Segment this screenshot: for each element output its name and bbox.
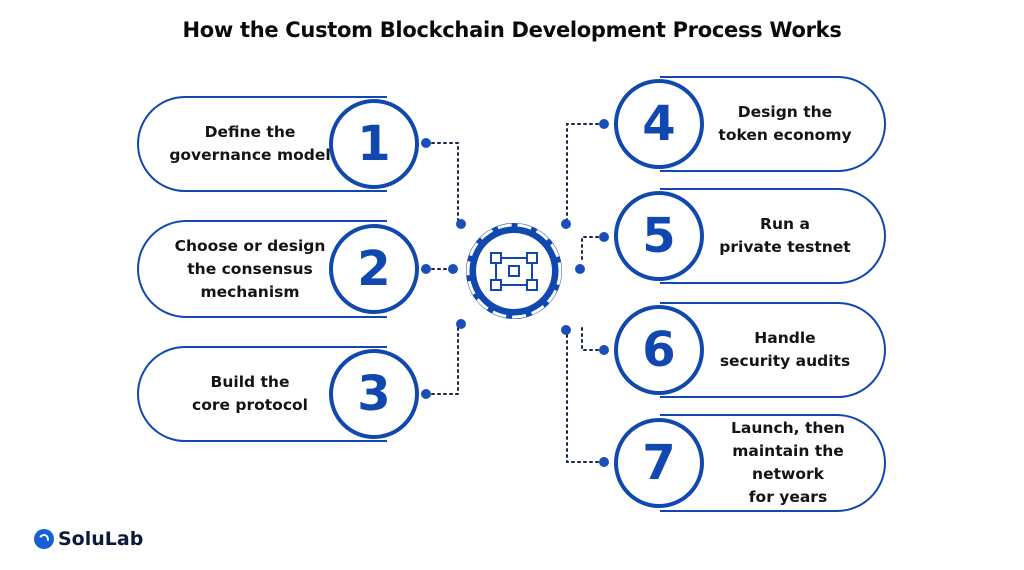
step-2-number: 2 xyxy=(329,224,419,314)
dot-step-1 xyxy=(421,138,431,148)
step-3-number: 3 xyxy=(329,349,419,439)
step-2-label: Choose or design the consensus mechanism xyxy=(174,236,326,301)
step-5-label: Run a private testnet xyxy=(719,215,851,256)
connector-step-4 xyxy=(566,123,605,221)
dot-step-2 xyxy=(421,264,431,274)
step-6-label: Handle security audits xyxy=(719,329,851,370)
connector-step-1 xyxy=(425,142,459,221)
dot-step-4 xyxy=(599,119,609,129)
step-4-label: Design the token economy xyxy=(718,103,852,144)
step-6-card xyxy=(660,302,886,398)
solulab-logo: SoluLab xyxy=(34,528,143,550)
logo-text: SoluLab xyxy=(58,528,144,550)
page-title: How the Custom Blockchain Development Pr… xyxy=(182,18,842,42)
dot-step-6 xyxy=(599,345,609,355)
step-7-label: Launch, then maintain the network for ye… xyxy=(731,419,845,506)
step-4-number: 4 xyxy=(614,79,704,169)
dot-step-7 xyxy=(599,457,609,467)
connector-step-7 xyxy=(566,329,605,463)
dot-step-5 xyxy=(599,232,609,242)
step-1-number: 1 xyxy=(329,99,419,189)
step-1-label: Define the governance model xyxy=(169,123,331,164)
dot-step-3 xyxy=(421,389,431,399)
step-7-number: 7 xyxy=(614,418,704,508)
blockchain-network-icon xyxy=(466,223,562,319)
connector-step-3 xyxy=(425,324,459,395)
step-5-number: 5 xyxy=(614,191,704,281)
connector-step-6 xyxy=(581,323,605,351)
step-6-number: 6 xyxy=(614,305,704,395)
step-3-label: Build the core protocol xyxy=(192,373,308,414)
solulab-logo-icon xyxy=(34,529,54,549)
connector-step-5 xyxy=(581,236,605,263)
